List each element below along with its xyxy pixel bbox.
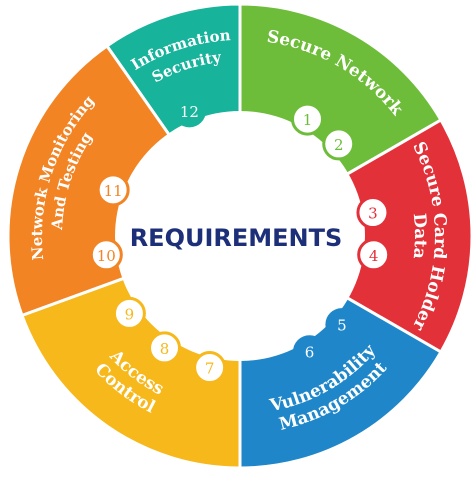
step-badge-circle — [193, 351, 227, 385]
step-badge-4: 4 — [357, 238, 391, 272]
step-badge-circle — [325, 308, 359, 342]
step-badge-5: 5 — [325, 308, 359, 342]
step-number: 7 — [205, 360, 215, 378]
step-number: 10 — [97, 247, 116, 265]
step-badge-8: 8 — [148, 331, 182, 365]
step-number: 6 — [305, 344, 315, 362]
step-badge-3: 3 — [356, 196, 390, 230]
step-badge-11: 11 — [96, 173, 130, 207]
segment-label-card-holder-data: Data — [409, 212, 430, 259]
step-number: 4 — [369, 247, 379, 265]
step-number: 3 — [368, 205, 378, 223]
step-badge-circle — [96, 173, 130, 207]
step-badge-circle — [357, 238, 391, 272]
step-badge-12: 12 — [172, 94, 206, 128]
step-badge-circle — [291, 102, 324, 136]
step-badge-1: 1 — [291, 102, 324, 136]
step-number: 8 — [160, 340, 170, 358]
step-badge-9: 9 — [112, 296, 146, 330]
step-number: 12 — [180, 103, 199, 121]
step-number: 2 — [334, 136, 344, 154]
step-badge-circle — [356, 196, 390, 230]
step-badge-7: 7 — [193, 351, 227, 385]
step-number: 9 — [125, 305, 135, 323]
step-badge-6: 6 — [293, 335, 327, 369]
center-hub — [115, 111, 365, 361]
center-title: REQUIREMENTS — [130, 224, 343, 252]
step-badge-circle — [89, 238, 123, 272]
step-badge-circle — [148, 331, 182, 365]
step-badge-circle — [112, 296, 146, 330]
step-number: 1 — [303, 111, 313, 129]
step-badge-circle — [322, 127, 356, 161]
step-number: 5 — [337, 317, 347, 335]
step-number: 11 — [104, 182, 123, 200]
step-badge-circle — [172, 94, 206, 128]
step-badge-circle — [293, 335, 327, 369]
step-badge-10: 10 — [89, 238, 123, 272]
step-badge-2: 2 — [322, 127, 356, 161]
